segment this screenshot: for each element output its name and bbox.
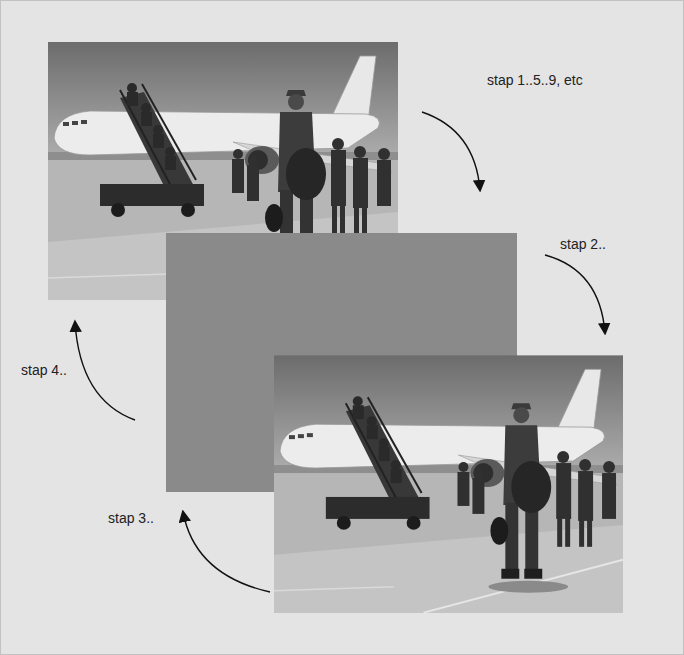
- step-arrow: [545, 255, 605, 333]
- step-label: stap 4..: [21, 362, 67, 379]
- step-arrow: [422, 112, 480, 190]
- step-arrow: [75, 322, 135, 420]
- step-label: stap 3..: [108, 510, 154, 527]
- step-label: stap 2..: [560, 236, 606, 253]
- step-label: stap 1..5..9, etc: [487, 72, 583, 89]
- photo-frame: [274, 355, 623, 612]
- step-arrow: [183, 512, 270, 592]
